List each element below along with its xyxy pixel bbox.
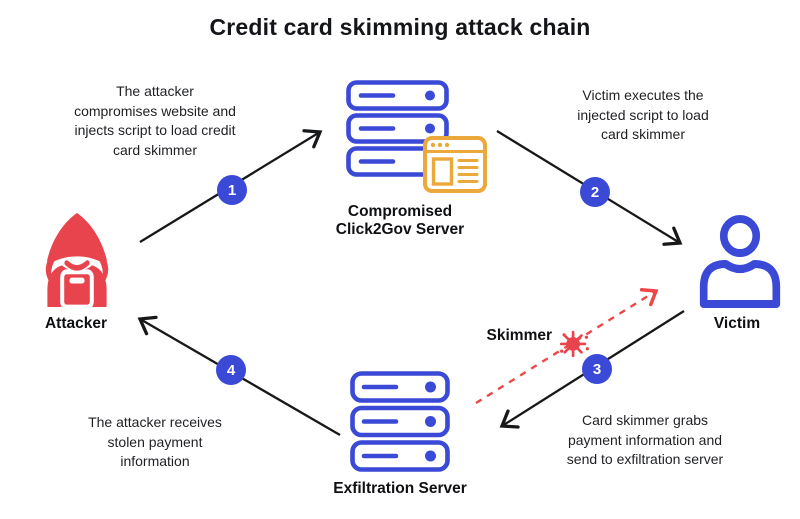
step-2-description: Victim executes the injected script to l…	[577, 87, 709, 142]
attacker-label: Attacker	[44, 315, 108, 332]
step-4-description: The attacker receives stolen payment inf…	[88, 414, 222, 469]
malware-virus-icon	[559, 330, 589, 358]
step-2-badge: 2	[580, 177, 610, 207]
step-1-badge: 1	[217, 175, 247, 205]
compromised-server-label: Compromised Click2Gov Server	[335, 203, 465, 238]
exfiltration-server-label: Exfiltration Server	[333, 480, 467, 497]
skimmer-label: Skimmer	[486, 327, 552, 344]
step-3-description: Card skimmer grabs payment information a…	[566, 412, 724, 467]
victim-label: Victim	[713, 315, 761, 332]
step-1-description: The attacker compromises website and inj…	[74, 83, 236, 158]
server-icon	[350, 371, 450, 472]
page-title: Credit card skimming attack chain	[209, 14, 591, 40]
server-with-browser-icon	[346, 80, 487, 193]
person-icon	[699, 215, 781, 308]
skimmer-dashed-arrow	[475, 288, 659, 405]
browser-window-icon	[423, 136, 487, 193]
hooded-hacker-icon	[45, 212, 109, 309]
step-3-badge: 3	[582, 354, 612, 384]
step-4-badge: 4	[216, 355, 246, 385]
